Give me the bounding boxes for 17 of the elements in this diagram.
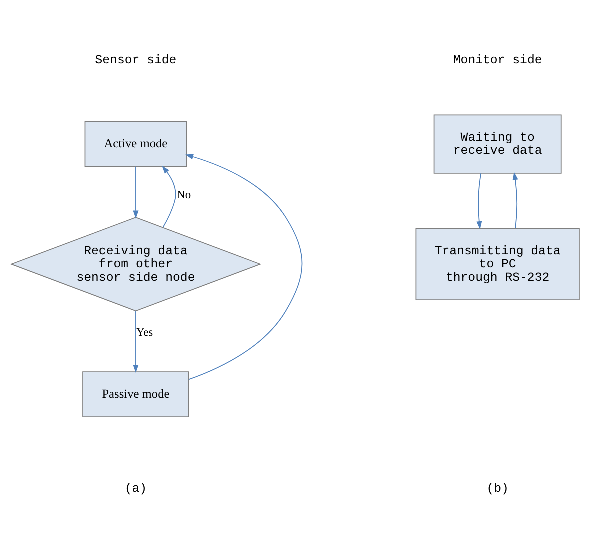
node-box: Passive mode (82, 372, 190, 418)
arrow (476, 173, 482, 230)
arrow (133, 166, 139, 219)
node-diamond: Receiving data from other sensor side node (10, 217, 262, 312)
label: (b) (486, 482, 509, 496)
node-box: Active mode (84, 121, 188, 168)
label: Sensor side (95, 53, 177, 68)
arrow (133, 310, 139, 374)
label: (a) (124, 482, 148, 496)
edge-label: Yes (136, 327, 154, 340)
label: Monitor side (453, 53, 542, 68)
arrow (512, 172, 518, 229)
arrow (186, 154, 303, 380)
edge-label: No (177, 190, 192, 202)
arrow (162, 166, 176, 228)
node-box: Waiting to receive data (434, 114, 562, 174)
node-box: Transmitting data to PC through RS-232 (416, 228, 580, 301)
